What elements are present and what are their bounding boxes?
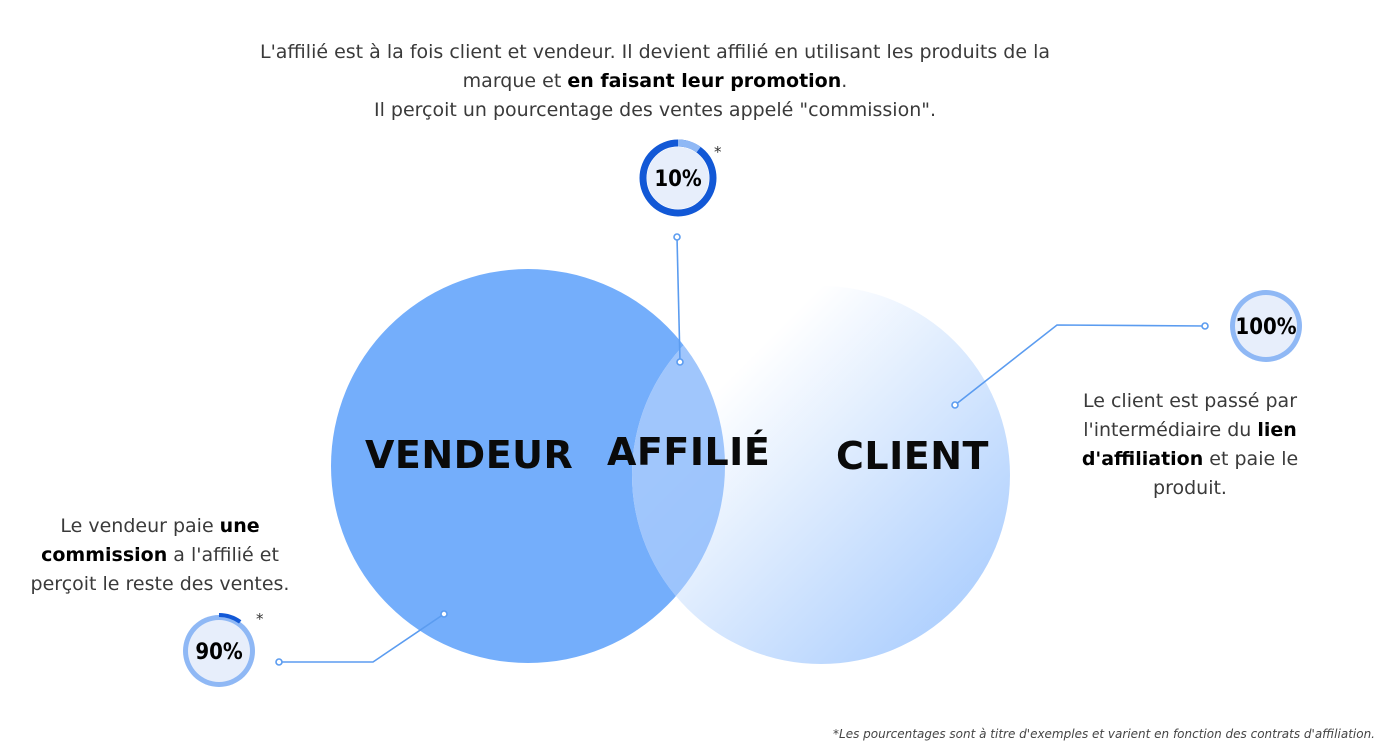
gauge-vendeur: 90%: [179, 611, 259, 691]
client-description-bold: lien d'affiliation: [1081, 419, 1297, 470]
asterisk-vendeur: *: [256, 610, 264, 628]
client-description: Le client est passé par l'intermédiaire …: [1070, 387, 1310, 503]
vendeur-circle: [331, 269, 725, 663]
affilie-description-bold: en faisant leur promotion: [567, 70, 842, 92]
connector-affilie: [673, 233, 684, 366]
vendeur-description-bold: une commission: [41, 515, 260, 566]
gauge-vendeur-fill: [181, 613, 257, 689]
affilie-description-line2-a: marque et: [462, 70, 568, 92]
vendeur-label: VENDEUR: [365, 433, 574, 477]
affilie-description-line1: L'affilié est à la fois client et vendeu…: [259, 41, 1051, 63]
gauge-vendeur-label: 90%: [195, 640, 243, 665]
vendeur-description-b: a l'affilié et perçoit le reste des vent…: [30, 544, 290, 595]
affilie-description: L'affilié est à la fois client et vendeu…: [235, 38, 1075, 125]
affilie-description-line3: Il perçoit un pourcentage des ventes app…: [373, 99, 937, 121]
connector-vendeur: [275, 610, 448, 666]
gauge-client: 100%: [1226, 286, 1306, 366]
client-description-a: Le client est passé par l'intermédiaire …: [1082, 390, 1298, 441]
footnote: *Les pourcentages sont à titre d'exemple…: [833, 727, 1375, 741]
gauge-client-label: 100%: [1235, 315, 1296, 340]
client-label: CLIENT: [836, 434, 989, 478]
connector-client: [951, 322, 1209, 409]
affilie-description-line2-b: .: [841, 70, 848, 92]
gauge-affilie: 10%: [639, 139, 717, 217]
vendeur-description-a: Le vendeur paie: [60, 515, 220, 537]
client-description-b: et paie le produit.: [1153, 448, 1299, 499]
affilie-label: AFFILIÉ: [607, 430, 771, 474]
vendeur-description: Le vendeur paie une commission a l'affil…: [20, 512, 300, 599]
gauge-affilie-fill: [639, 139, 717, 217]
gauge-affilie-label: 10%: [654, 167, 702, 192]
asterisk-affilie: *: [714, 143, 722, 161]
client-circle: [632, 286, 1010, 664]
